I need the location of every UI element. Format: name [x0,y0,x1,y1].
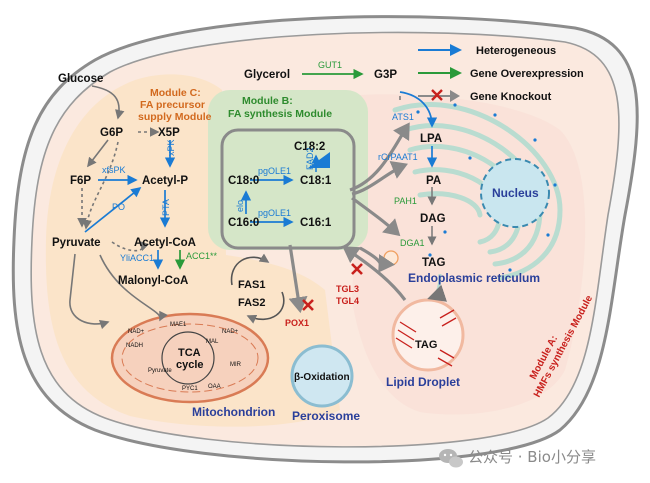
metabolite-g3p: G3P [374,69,397,81]
mito-oaa: OAA [208,384,221,390]
module-c-line2: supply Module [138,111,212,123]
tca-line1: TCA [178,347,201,359]
mito-nadplus-1: NAD+ [128,329,145,335]
module-c-line1: FA precursor [140,99,205,111]
peroxisome [290,344,354,408]
metabolite-tag: TAG [422,257,445,269]
fad2-wedge [308,152,330,172]
lipid-droplet-layers [395,309,457,367]
small-droplet [383,250,399,266]
transport-arrows [288,122,410,314]
legend: Heterogeneous Gene Overexpression Gene K… [418,44,584,103]
tag-to-droplet-arrow [427,273,448,302]
enzyme-rcplaat1: rCrPAAT1 [378,152,418,162]
enzyme-dga1: DGA1 [400,238,425,248]
enzyme-pta: PTA [161,199,171,216]
enzyme-pgole1-lower: pgOLE1 [258,208,291,218]
enzyme-pah1: PAH1 [394,196,417,206]
metabolite-c16-1: C16:1 [300,217,332,229]
enzyme-xfspk: xfsPK [102,165,126,175]
fas-cycle [230,253,285,324]
knockout-cross-tgl [351,263,363,275]
metabolite-c16-0: C16:0 [228,217,259,229]
metabolite-pa: PA [426,175,441,187]
metabolite-glycerol: Glycerol [244,69,290,81]
module-b-line2: FA synthesis Module [228,108,332,120]
metabolite-glucose: Glucose [58,73,103,85]
enzyme-yliacc1: YliACC1 [120,253,154,263]
metabolite-lpa: LPA [420,133,442,145]
overexpression-arrows [174,68,364,270]
module-b-line1: Module B: [242,95,293,107]
watermark-text: 公众号 · Bio小分享 [468,448,596,466]
mito-mal: MAL [206,339,219,345]
glycolysis-arrows [69,85,168,330]
metabolite-c18-0: C18:0 [228,175,259,187]
legend-heterogeneous: Heterogeneous [476,45,556,57]
enzyme-tgl3: TGL3 [336,284,359,294]
nucleus [480,158,550,228]
metabolite-malonyl-coa: Malonyl-CoA [118,275,188,287]
module-c-title: Module C: [150,87,201,99]
label-beta-oxidation: β-Oxidation [294,372,350,383]
mito-mae1: MAE1 [170,322,187,328]
label-er: Endoplasmic reticulum [408,271,540,285]
metabolite-acetyl-coa: Acetyl-CoA [134,237,196,249]
legend-knockout-cross [431,89,443,101]
mito-pyruvate: Pyruvate [148,368,172,374]
enzyme-tgl4: TGL4 [336,296,359,306]
mito-nadplus-2: NAD+ [222,329,239,335]
metabolite-dag: DAG [420,213,446,225]
legend-knockout: Gene Knockout [470,91,552,103]
label-lipid-droplet: Lipid Droplet [386,375,460,389]
metabolite-c18-2: C18:2 [294,141,325,153]
enzyme-elo: elo [235,200,245,212]
er-arrows [399,96,437,246]
enzyme-gut1: GUT1 [318,60,342,70]
label-tag-droplet: TAG [415,339,437,351]
mito-mir: MIR [230,362,242,368]
mito-pyc1: PYC1 [182,386,198,392]
enzyme-fad2: FAD2 [305,147,315,170]
label-peroxisome: Peroxisome [292,409,360,423]
label-nucleus: Nucleus [492,186,539,200]
metabolite-c18-1: C18:1 [300,175,332,187]
metabolite-g6p: G6P [100,127,123,139]
metabolite-acetyl-p: Acetyl-P [142,175,188,187]
knockout-cross-pox1 [302,299,314,311]
tca-cycle [161,331,215,385]
mito-inner [121,323,259,393]
enzyme-acc1: ACC1** [186,251,218,261]
metabolite-fas1: FAS1 [238,279,266,291]
heterogeneous-arrows [84,91,438,270]
label-mitochondrion: Mitochondrion [192,405,275,419]
enzyme-xpk: xPK [166,139,176,156]
metabolite-x5p: X5P [158,127,180,139]
metabolite-fas2: FAS2 [238,297,266,309]
metabolite-f6p: F6P [70,175,91,187]
enzyme-pgole1-upper: pgOLE1 [258,166,291,176]
enzyme-pox1: POX1 [285,318,309,328]
enzyme-po: PO [112,202,125,212]
wechat-icon [439,449,463,468]
tca-line2: cycle [176,359,204,371]
mito-nadh: NADH [126,343,143,349]
enzyme-ats1: ATS1 [392,112,414,122]
metabolite-pyruvate: Pyruvate [52,237,101,249]
mitochondrion [110,312,270,404]
legend-overexpression: Gene Overexpression [470,68,584,80]
